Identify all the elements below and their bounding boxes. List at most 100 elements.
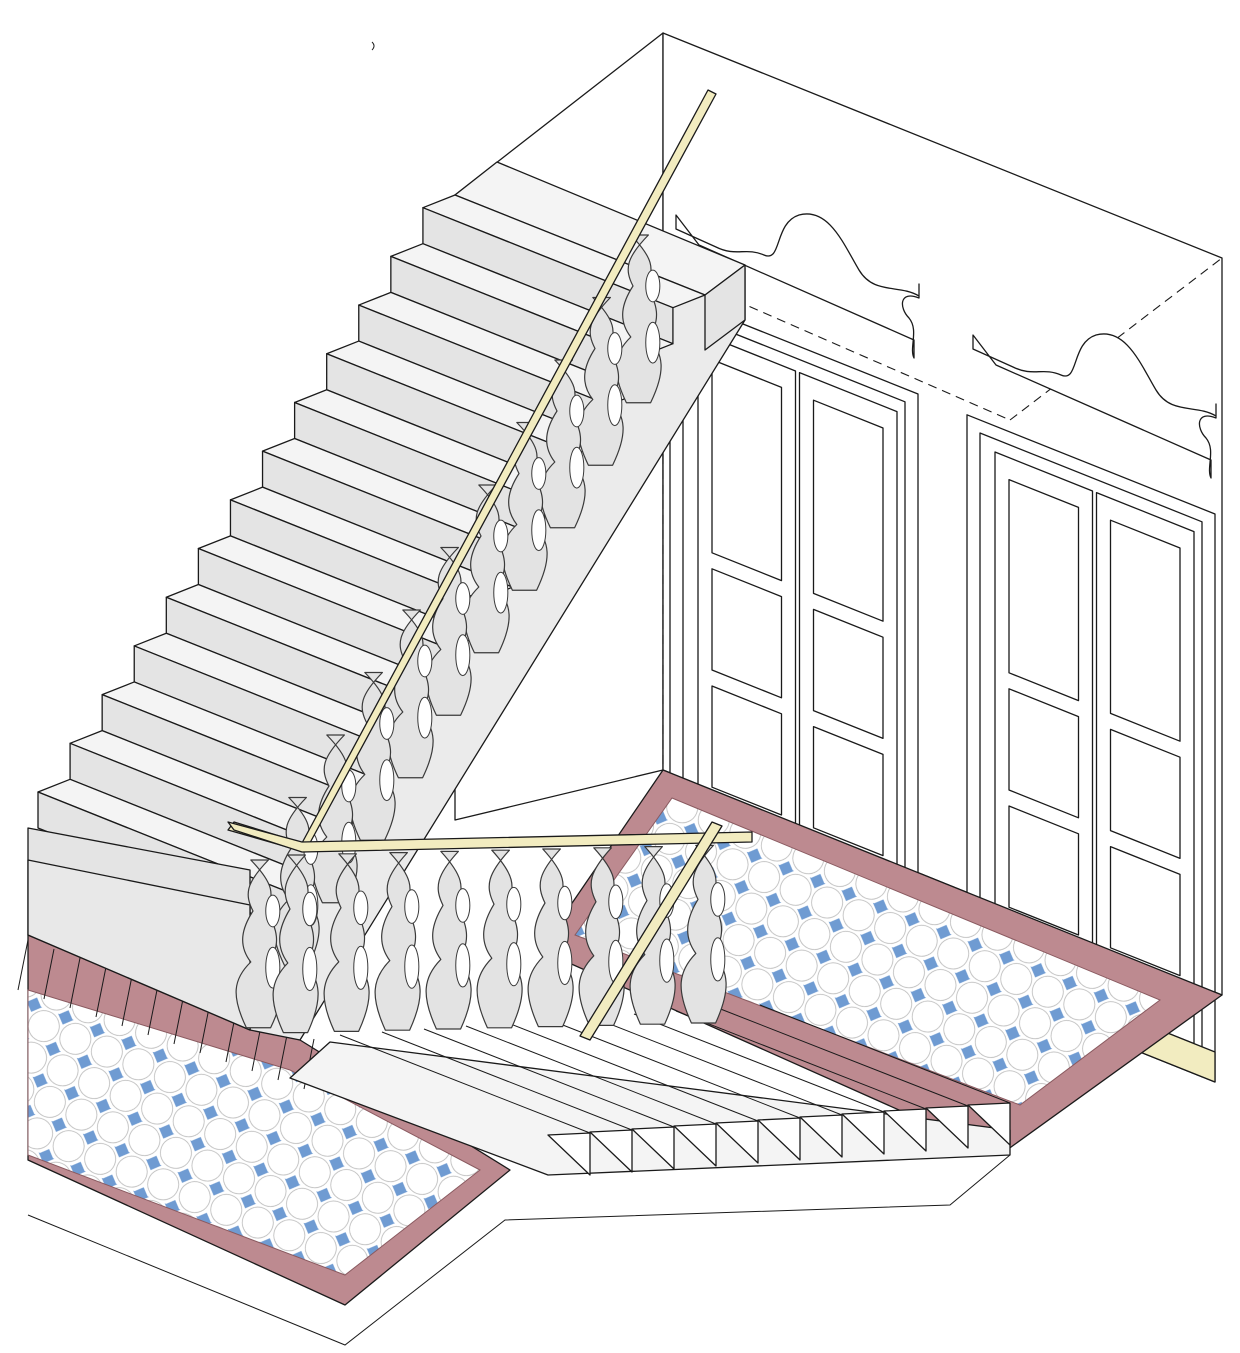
lower-step-edge [423,1028,675,1128]
baluster-landing [323,853,370,1032]
border-tile-line [17,939,29,991]
baluster-upper [425,546,472,716]
baluster-eye [353,945,369,990]
lower-step-edge [759,1004,1011,1104]
left-floor-tiles [27,989,481,1276]
baluster-landing [425,850,472,1030]
border-tile-line [147,984,159,1036]
baluster-eye [607,384,623,427]
baluster-eye [557,940,573,986]
door-panel [1008,688,1080,819]
lower-step-profile [841,1111,885,1155]
stray-mark [371,41,375,51]
doors-group [669,213,1217,1083]
lower-step-edge [591,1016,843,1116]
door-panel [1109,519,1181,742]
lower-step-edge [465,1025,717,1125]
baluster-eye [302,891,318,927]
lower-step-profile [883,1108,927,1152]
baluster-body [476,849,523,1029]
lower-step-edge [507,1022,759,1122]
door-panel [1008,478,1080,702]
baluster-eye [659,938,675,983]
border-tile-line [95,966,107,1018]
baluster-eye [493,519,509,553]
handrail-landing [227,821,753,853]
baluster-eye [710,882,726,917]
baluster-upper [615,234,662,404]
door-right [966,333,1217,1083]
baluster-eye [608,884,624,920]
lower-step-edge [381,1031,633,1131]
baluster-upper [577,296,624,466]
door-panel [812,399,884,622]
door-left [669,213,920,963]
lower-step-profile [631,1126,675,1170]
lower-step-profile [799,1114,843,1158]
baluster-eye [645,269,661,303]
door-panel [711,685,783,816]
baluster-eye [493,571,509,614]
lower-step-profile [967,1102,1011,1146]
baluster-landing [578,847,625,1026]
baluster-upper [463,484,510,654]
baluster-eye [353,890,369,926]
border-tile-line [69,957,81,1009]
baluster-body [425,850,472,1030]
baluster-eye [417,696,433,739]
baluster-eye [265,894,281,928]
baluster-upper [235,859,282,1029]
baluster-landing [476,849,523,1029]
baluster-upper [539,359,586,529]
upper-flight-base-lower [27,859,251,1031]
lower-stair-flight [289,1004,1011,1176]
baluster-eye [531,457,547,490]
lower-step-edge [717,1007,969,1107]
lower-step-profile [925,1105,969,1149]
baluster-eye [557,885,573,921]
baluster-eye [404,944,420,989]
baluster-body [527,848,574,1028]
door-panel [1008,805,1080,936]
baluster-eye [569,394,585,428]
baluster-eye [506,886,522,922]
door-pediment [972,333,1217,479]
door-panel [812,725,884,857]
baluster-eye [455,634,471,677]
border-tile-line [121,975,133,1027]
lower-step-profile [715,1120,759,1164]
baluster-landing [680,844,727,1024]
baluster-eye [455,943,471,988]
baluster-eye [417,644,433,678]
lower-step-edge [633,1013,885,1113]
balustrade [235,234,727,1034]
lower-step-profile [673,1123,717,1167]
baluster-upper [501,421,548,591]
baluster-eye [455,888,471,923]
door-panel [812,608,884,740]
handrail-lower [579,821,723,1041]
lower-step-profile [757,1117,801,1161]
baluster-eye [404,889,420,924]
door-panel [711,568,783,699]
baluster-eye [506,942,522,987]
baluster-eye [455,582,471,615]
baluster-eye [645,321,661,364]
door-pediment [675,213,920,359]
baluster-landing [374,852,421,1031]
baluster-landing [272,854,319,1034]
door-panel [711,358,783,582]
border-tile-line [277,1029,289,1081]
baluster-eye [302,946,318,992]
door-panel [1109,728,1181,860]
lower-step-profile [547,1132,591,1176]
lower-step-edge [675,1010,927,1110]
door-panel [1109,845,1181,977]
lower-step-profile [589,1129,633,1173]
baluster-eye [379,759,395,802]
border-tile-line [43,948,55,1000]
baluster-eye [265,946,281,989]
upper-landing-front [704,264,746,351]
